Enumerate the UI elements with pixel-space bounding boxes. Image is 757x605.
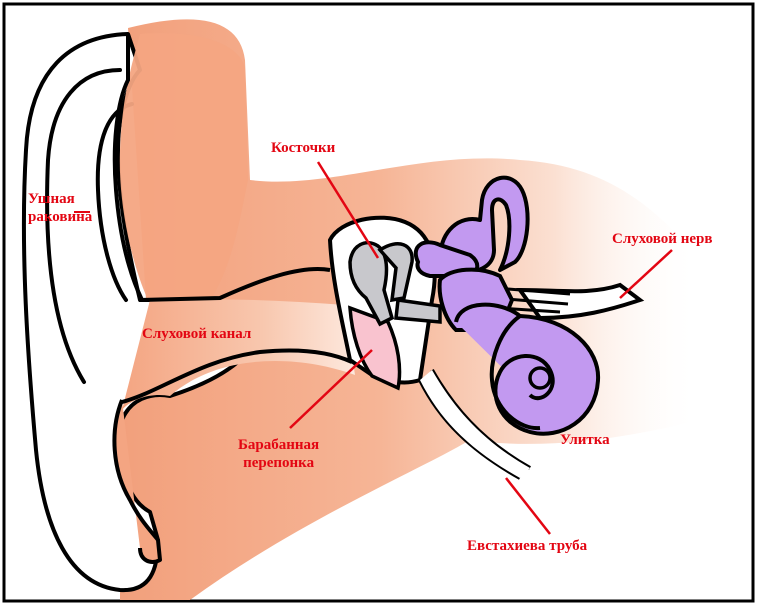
label-ear-canal: Слуховой канал [142,325,251,343]
concha [120,33,248,300]
label-cochlea: Улитка [560,431,610,449]
label-ossicles: Косточки [271,139,335,157]
label-eardrum: Барабанная перепонка [238,436,319,472]
label-auditory-nerve: Слуховой нерв [612,230,712,248]
label-eardrum-line1: Барабанная [238,436,319,454]
label-eardrum-line2: перепонка [238,454,319,472]
label-auricle: Ушная раковина [28,190,92,226]
label-auricle-line2: раковина [28,208,92,226]
label-eustachian-tube: Евстахиева труба [467,537,587,555]
label-auricle-line1: Ушная [28,190,92,208]
ossicle-stapes [396,300,440,322]
